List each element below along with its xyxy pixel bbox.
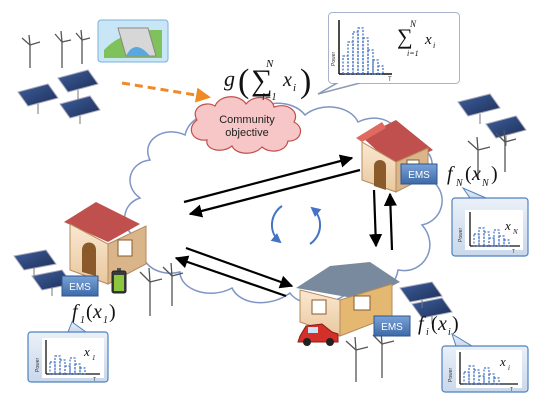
ems-label: EMS [381,322,403,333]
arrow-home1-to-homei [185,246,294,289]
svg-text:x: x [424,32,432,48]
communication-arrows [174,154,398,298]
svg-text:(: ( [86,301,93,323]
arrow-homei-to-homeN-up [383,192,398,251]
solar-panel-icon [457,93,527,146]
svg-text:(: ( [431,313,438,335]
svg-text:∑: ∑ [251,64,272,97]
svg-text:i: i [426,327,429,338]
aggregate-power-callout: Power T ∑ N i=1 x i [317,12,460,95]
sum-variable-index: i [293,82,296,94]
svg-text:1: 1 [103,315,108,326]
svg-text:(: ( [238,63,249,100]
svg-text:i: i [433,41,435,50]
sum-variable: x [282,69,292,91]
svg-text:T: T [512,249,515,255]
chart-y-axis-label: Power [331,51,337,66]
renewables-to-objective-arrow [121,81,211,103]
community-objective-cloud: Community objective [190,96,302,154]
electric-car-icon [297,323,339,346]
community-objective-formula: g ( ∑ N i=1 x i ) [224,58,311,103]
svg-text:Power: Power [35,357,41,372]
home-i-cost-function: f i ( x i ) [418,313,459,338]
svg-text:x: x [437,313,447,335]
svg-text:Power: Power [458,227,464,242]
sum-superscript: N [265,58,274,70]
cycle-arrows-icon [270,205,322,245]
wind-turbine-icon [21,29,91,68]
arrow-homei-to-home1 [174,255,287,298]
house-icon [296,262,400,337]
ems-label: EMS [69,282,91,293]
solar-panel-icon [399,281,453,324]
arrow-home1-to-homeN [183,154,354,204]
home-1-power-callout: Power T x 1 [27,321,109,383]
battery-icon [111,268,127,294]
svg-text:f: f [72,301,80,323]
objective-label-line2: objective [225,127,268,139]
home-n-power-callout: Power T x N [451,186,529,257]
svg-text:): ) [300,63,311,100]
arrow-homeN-to-home1 [188,168,361,218]
svg-text:x: x [92,301,102,323]
ems-label: EMS [408,170,430,181]
chart-x-axis-label: T [388,77,392,83]
svg-text:i: i [448,327,451,338]
svg-text:i=1: i=1 [407,49,419,58]
solar-panel-icon [17,69,101,124]
wind-turbine-icon [345,330,395,382]
ems-box-home-1: EMS [61,275,99,297]
svg-text:T: T [93,377,96,383]
svg-text:): ) [491,163,498,185]
svg-text:x: x [83,344,90,359]
wind-turbine-icon [139,262,184,316]
wind-turbine-icon [467,129,517,180]
svg-text:): ) [109,301,116,323]
svg-text:(: ( [465,163,472,185]
hydro-dam-icon [97,19,169,63]
svg-text:x: x [504,218,511,233]
ems-box-home-n: EMS [400,163,438,185]
svg-text:): ) [452,313,459,335]
svg-text:1: 1 [80,315,85,326]
svg-text:f: f [418,313,426,335]
objective-label-line1: Community [219,114,275,126]
svg-text:Power: Power [448,367,454,382]
arrow-homeN-to-homei-down [368,189,383,248]
svg-text:f: f [447,163,455,185]
svg-text:N: N [512,228,518,236]
svg-text:N: N [455,178,464,189]
svg-text:N: N [481,178,490,189]
svg-text:N: N [409,19,417,29]
home-i-power-callout: Power T x i [441,332,529,393]
svg-text:i: i [508,364,510,372]
sum-subscript: i=1 [262,92,277,103]
svg-text:∑: ∑ [397,24,413,49]
svg-text:x: x [499,354,506,369]
svg-text:x: x [471,163,481,185]
ems-box-home-i: EMS [373,315,411,337]
svg-text:1: 1 [92,354,96,362]
home-n-cost-function: f N ( x N ) [447,163,498,189]
g-function: g [224,66,235,91]
svg-text:T: T [510,387,513,393]
home-1-cost-function: f 1 ( x 1 ) [72,301,116,326]
aggregate-bar-chart: Power T [331,20,392,83]
